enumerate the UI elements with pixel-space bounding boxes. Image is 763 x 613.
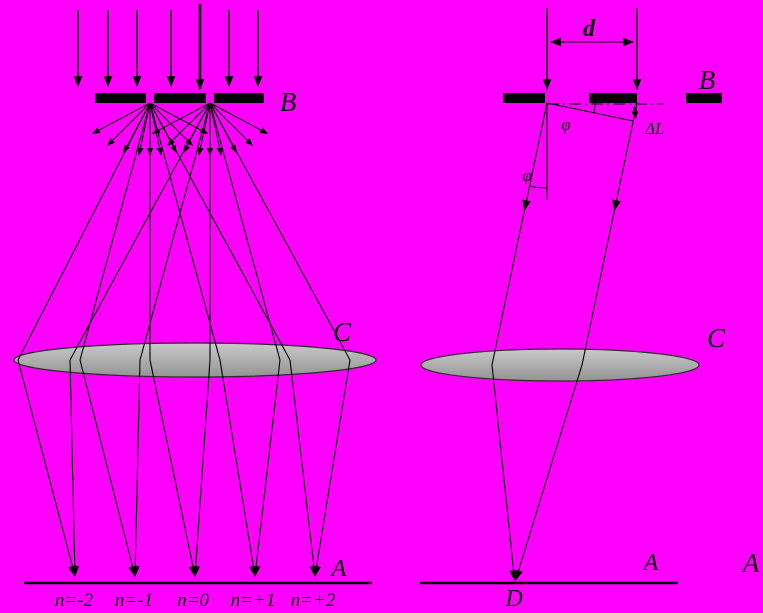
incident-wave-arrows-left (73, 4, 263, 91)
diffracted-rays (491, 102, 638, 366)
order-label-n-plus-2: n=+2 (291, 590, 336, 611)
order-label-n-plus-1: n=+1 (231, 590, 276, 611)
converging-lens-left (13, 342, 377, 378)
focal-point-label: D (504, 586, 522, 612)
focused-ray-2 (514, 364, 583, 582)
grating-bar (95, 93, 146, 103)
grating-label-right: B (699, 65, 716, 95)
focused-ray (69, 359, 80, 578)
grating-right (503, 93, 722, 103)
focused-ray (191, 359, 211, 578)
fan-arrow (151, 102, 211, 134)
focused-ray (251, 359, 281, 578)
fan-arrow (107, 102, 151, 146)
figure-corner-label: A (741, 548, 760, 578)
grating-bar (503, 93, 545, 103)
fan-arrow (91, 102, 151, 134)
slit-spacing-label: d (583, 16, 596, 42)
grating-bar (589, 93, 637, 103)
diffracted-ray-2 (581, 102, 638, 366)
focused-ray (149, 359, 198, 578)
focused-rays-right (491, 364, 583, 582)
focused-ray (79, 359, 137, 578)
order-label-n-zero: n=0 (177, 590, 209, 611)
order-ray (209, 102, 281, 361)
wavefront-line (546, 102, 634, 122)
order-ray (79, 102, 151, 361)
order-ray (149, 102, 291, 361)
focused-ray (17, 359, 77, 578)
focused-ray (312, 359, 351, 578)
screen-label-left: A (330, 556, 347, 582)
fan-arrow (167, 102, 211, 146)
order-ray (69, 102, 211, 361)
order-ray (209, 102, 351, 361)
order-label-n-minus-2: n=-2 (55, 590, 94, 611)
order-ray (149, 102, 221, 361)
fan-arrow (209, 102, 253, 146)
grating-left (95, 93, 264, 103)
phi-arc-upper (593, 102, 596, 114)
angle-label-upper: φ (561, 115, 570, 134)
order-rays-to-lens (17, 102, 351, 361)
grating-bar (214, 93, 264, 103)
fan-arrow (149, 102, 209, 134)
lens-label-left: C (333, 317, 352, 347)
focused-ray (219, 359, 258, 578)
right-diagram: d B (420, 8, 726, 612)
focused-rays-to-screen (17, 359, 351, 578)
lens-label-right: C (707, 323, 726, 353)
fan-arrow (209, 102, 269, 134)
grating-bar (154, 93, 206, 103)
left-diagram: B C A n=-2 n=-1 n=0 n=+1 n=+2 (13, 4, 377, 611)
screen-label-right: A (642, 550, 659, 576)
diffracted-ray-1 (491, 102, 548, 366)
order-ray (17, 102, 151, 361)
focused-ray (130, 359, 141, 578)
slit-spacing-dimension: d (549, 16, 635, 47)
angle-label-lower: φ (522, 166, 531, 185)
incident-rays-right (542, 8, 642, 91)
order-labels: n=-2 n=-1 n=0 n=+1 n=+2 (55, 590, 336, 611)
focused-ray-1 (491, 364, 518, 582)
converging-lens-right (420, 348, 700, 382)
grating-label-left: B (280, 87, 297, 117)
grating-bar (686, 93, 722, 103)
order-label-n-minus-1: n=-1 (115, 590, 153, 611)
focused-ray (289, 359, 319, 578)
path-difference-label: ΔL (644, 119, 664, 138)
order-ray (139, 102, 211, 361)
fan-arrow (149, 102, 193, 146)
